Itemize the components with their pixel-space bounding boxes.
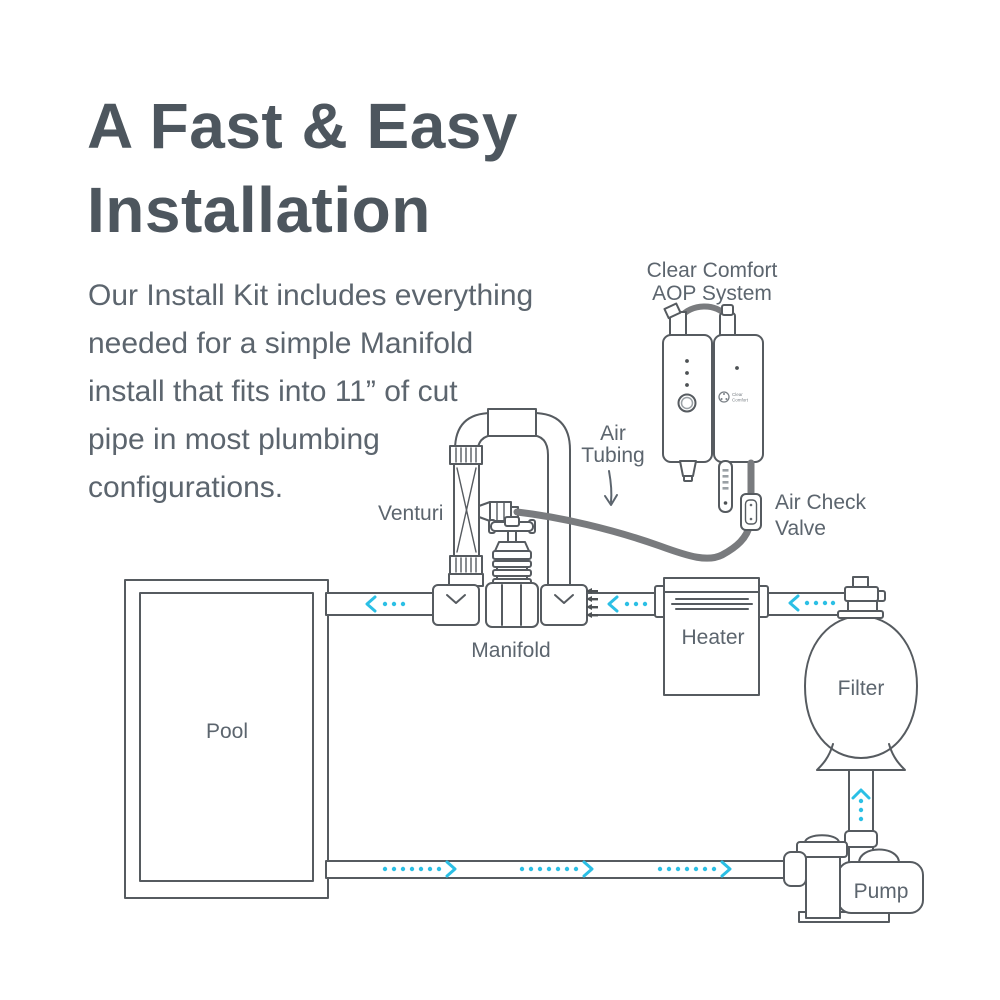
valve-union xyxy=(485,582,539,628)
flow-arrow-top-mid xyxy=(607,595,648,613)
riser-coupling xyxy=(844,830,878,848)
pump xyxy=(783,834,924,923)
heater xyxy=(654,577,769,696)
filter-valve-flange xyxy=(837,610,884,619)
venturi-assembly xyxy=(448,445,519,587)
intake-strip xyxy=(718,460,733,513)
flow-arrow-top-right xyxy=(788,594,836,612)
flow-arrows xyxy=(365,594,871,878)
label-heater: Heater xyxy=(681,626,744,649)
headline-line1: A Fast & Easy xyxy=(87,90,518,162)
page-title: A Fast & Easy Installation xyxy=(87,84,518,252)
intro-line-4: pipe in most plumbing xyxy=(88,423,380,456)
flow-arrow-top-left xyxy=(365,595,406,613)
air-check-valve xyxy=(740,493,762,531)
logo-text-line2: Comfort xyxy=(732,398,749,403)
riser-pipe xyxy=(844,769,878,864)
logo-text-line1: Clear xyxy=(732,392,743,397)
inlet-coupling xyxy=(783,851,807,887)
strainer-pot xyxy=(805,856,841,919)
diagram-labels: Clear Comfort AOP System Air Tubing Air … xyxy=(206,259,908,903)
flow-arrow-bottom-3 xyxy=(657,860,732,878)
tee-right xyxy=(540,584,588,626)
bottom-fitting xyxy=(679,460,697,477)
filter-valve-body xyxy=(844,586,879,602)
manifold-tees xyxy=(432,584,588,626)
aop-unit-right xyxy=(713,334,764,463)
label-venturi: Venturi xyxy=(378,502,443,525)
label-system-line2: AOP System xyxy=(652,282,772,305)
injector-cone xyxy=(478,501,491,522)
gate-valve xyxy=(485,516,539,628)
pool xyxy=(124,579,329,899)
headline-line2: Installation xyxy=(87,174,431,246)
intro-line-1: Our Install Kit includes everything xyxy=(88,279,534,312)
label-pool: Pool xyxy=(206,720,248,743)
filter xyxy=(804,576,918,771)
intro-line-5: configurations. xyxy=(88,471,284,504)
label-pump: Pump xyxy=(854,880,909,903)
label-air-tubing-line1: Air xyxy=(600,422,626,445)
label-air-tubing-line2: Tubing xyxy=(581,444,644,467)
aop-unit-left xyxy=(662,334,713,463)
filter-tank xyxy=(804,615,918,759)
flow-arrow-bottom-2 xyxy=(519,860,594,878)
top-port-right xyxy=(719,312,736,338)
cut-mark-arrows xyxy=(586,588,598,618)
intro-line-2: needed for a simple Manifold xyxy=(88,327,474,360)
aop-system: Clear Comfort xyxy=(662,302,764,513)
status-led-dots xyxy=(685,359,739,387)
clear-comfort-logo-icon xyxy=(718,391,730,403)
label-air-check-line1: Air Check xyxy=(775,491,867,514)
label-manifold: Manifold xyxy=(471,639,550,662)
intro-paragraph: Our Install Kit includes everything need… xyxy=(88,272,533,512)
valve-stem xyxy=(507,530,517,543)
intro-line-3: install that fits into 11” of cut xyxy=(88,375,458,408)
flow-arrow-bottom-1 xyxy=(382,860,457,878)
air-tubing-pointer-arrow xyxy=(604,470,618,506)
air-tubing xyxy=(513,459,762,562)
flow-arrow-riser-up xyxy=(851,788,871,822)
label-system-line1: Clear Comfort xyxy=(647,259,778,282)
power-button xyxy=(677,393,697,413)
label-filter: Filter xyxy=(838,677,885,700)
tee-left xyxy=(432,584,480,626)
label-air-check-line2: Valve xyxy=(775,517,826,540)
arch-coupling xyxy=(487,408,537,437)
